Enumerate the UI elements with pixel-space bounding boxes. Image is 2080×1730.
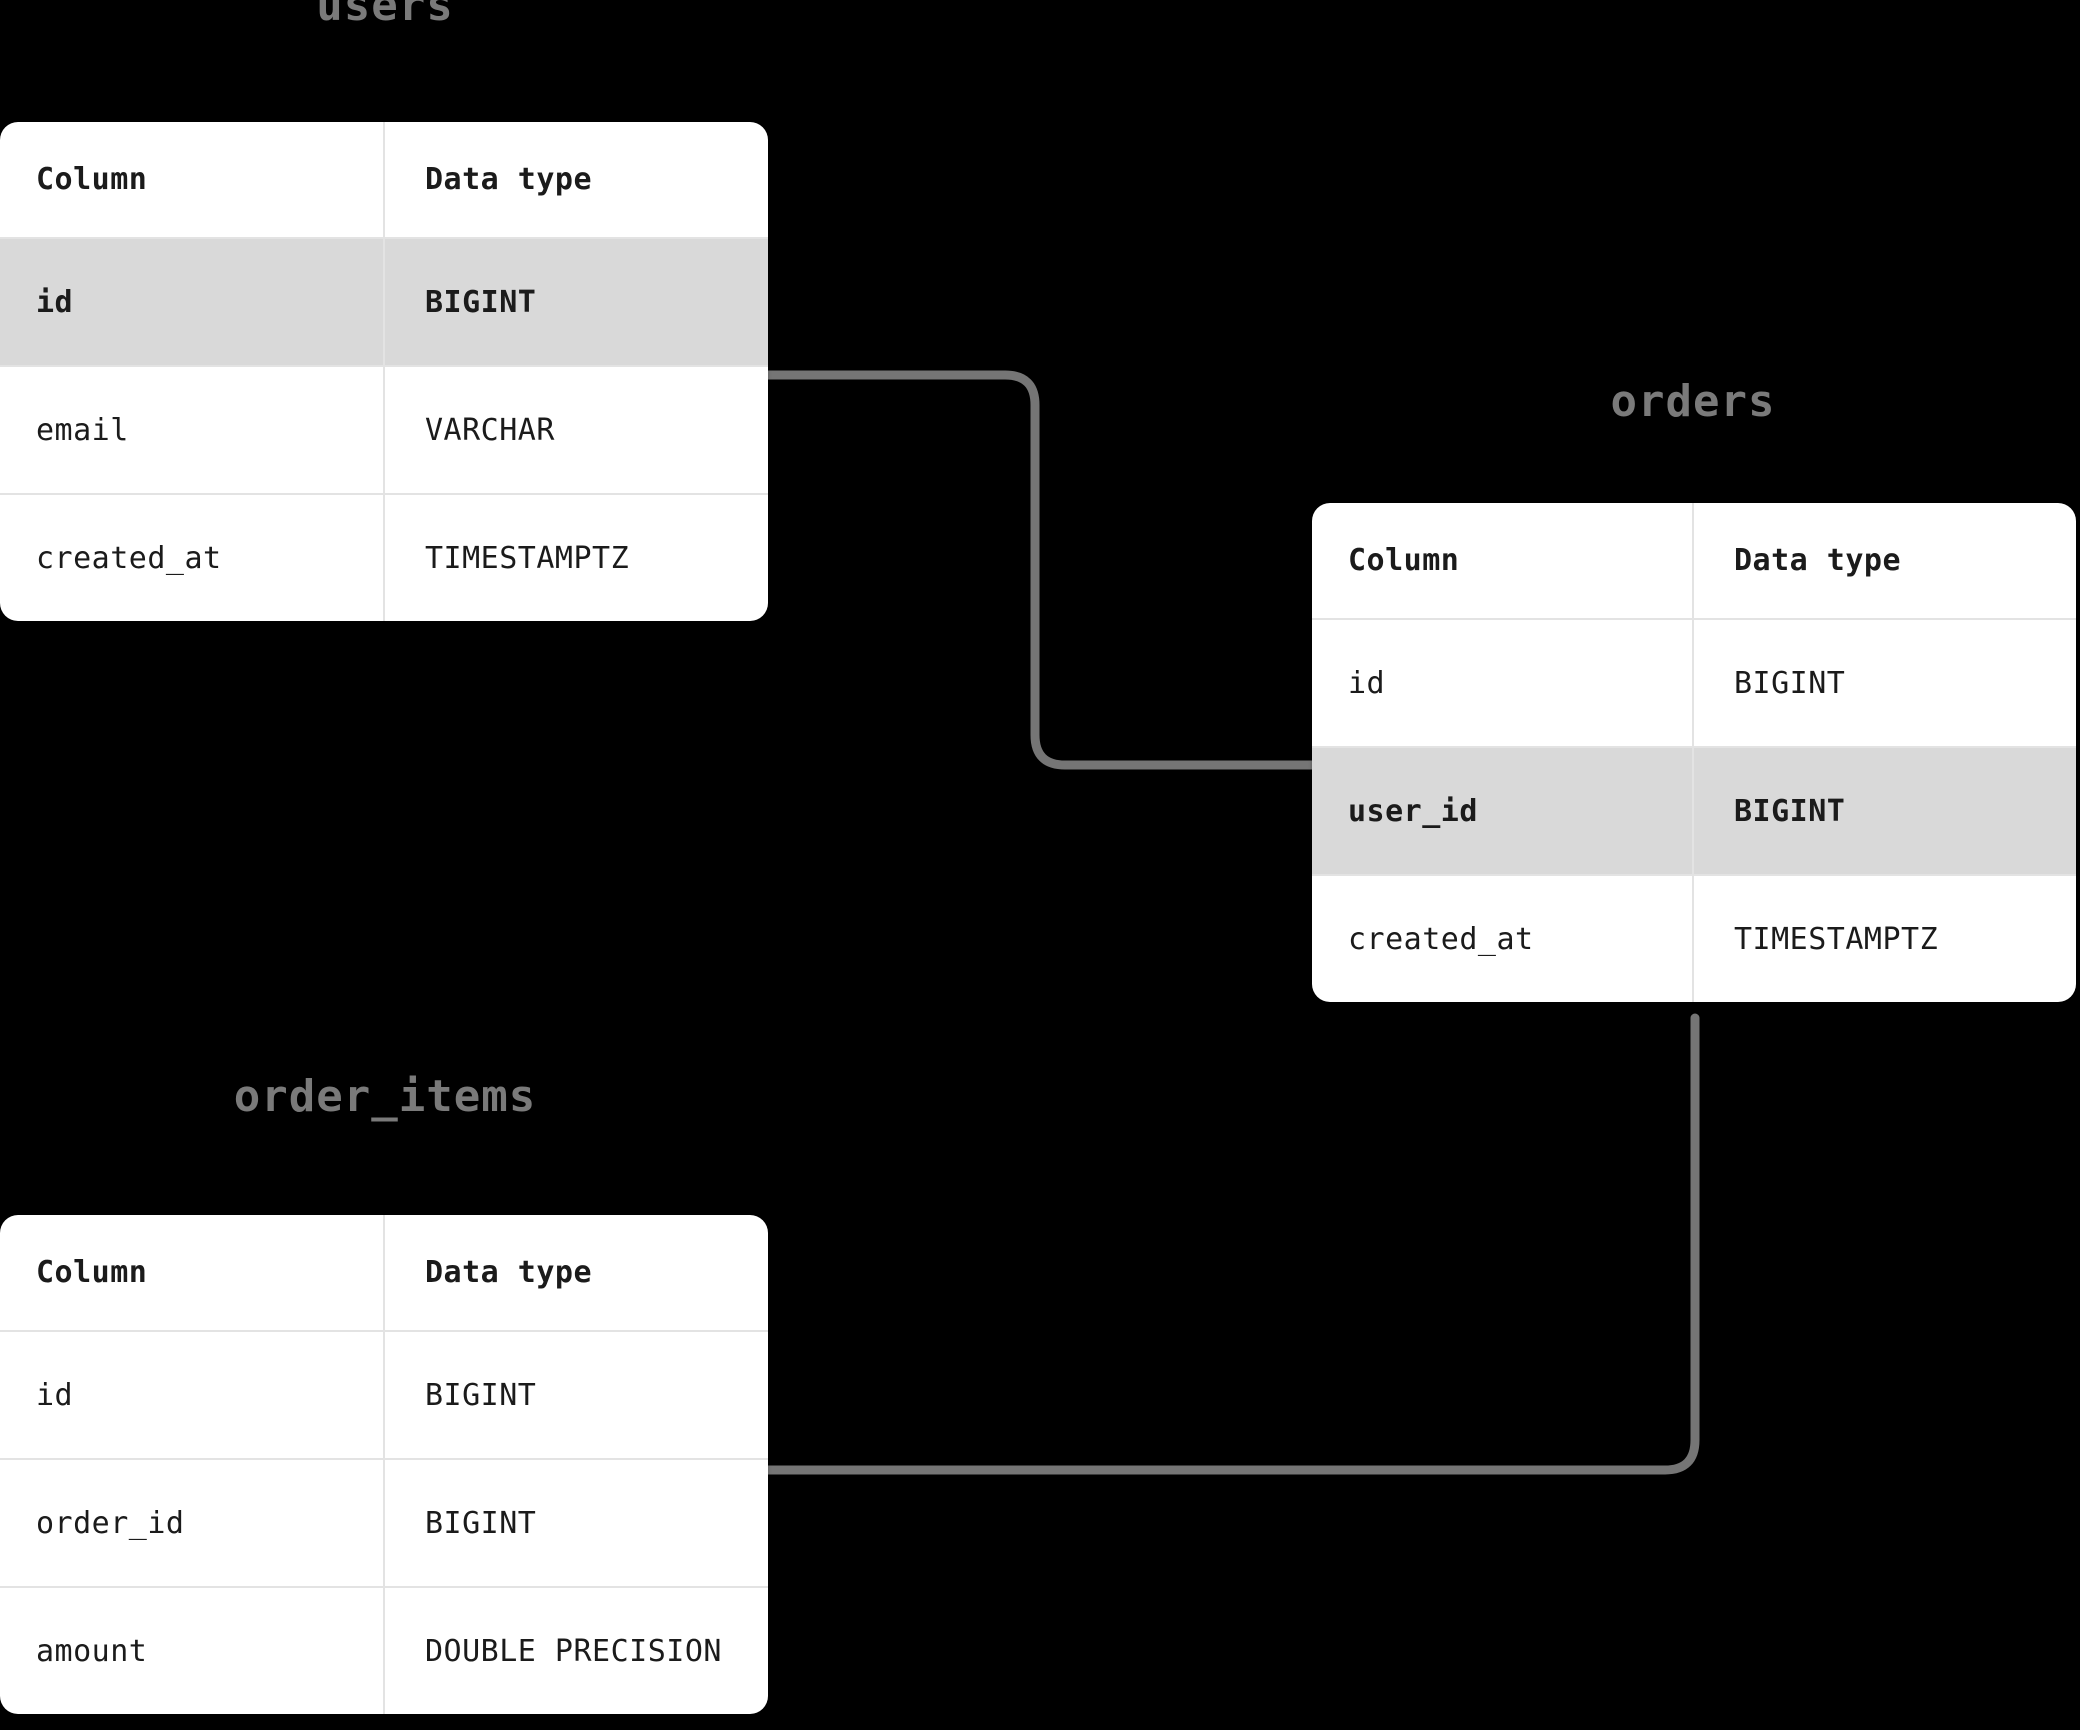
table-row[interactable]: user_id BIGINT <box>1312 746 2076 874</box>
column-type-cell: DOUBLE PRECISION <box>425 1633 722 1669</box>
column-name-cell: order_id <box>0 1460 385 1586</box>
column-type-cell: VARCHAR <box>425 412 555 448</box>
column-name-cell: email <box>0 367 385 493</box>
table-row[interactable]: id BIGINT <box>0 1330 768 1458</box>
table-card-order-items[interactable]: Column Data type id BIGINT order_id BIGI… <box>0 1215 768 1714</box>
column-name-cell: id <box>0 239 385 365</box>
column-name-cell: created_at <box>0 495 385 621</box>
column-type-cell: BIGINT <box>425 1505 537 1541</box>
table-header-row: Column Data type <box>0 1215 768 1330</box>
table-row[interactable]: id BIGINT <box>1312 618 2076 746</box>
header-cell-column: Column <box>0 1215 385 1330</box>
table-header-row: Column Data type <box>0 122 768 237</box>
column-name-cell: created_at <box>1312 876 1694 1002</box>
edge-users-id-to-orders-user-id <box>763 370 1317 770</box>
header-cell-data-type: Data type <box>425 1255 593 1290</box>
table-row[interactable]: id BIGINT <box>0 237 768 365</box>
column-type-cell: BIGINT <box>1734 665 1846 701</box>
table-row[interactable]: amount DOUBLE PRECISION <box>0 1586 768 1714</box>
column-type-cell: BIGINT <box>425 284 537 320</box>
table-row[interactable]: created_at TIMESTAMPTZ <box>0 493 768 621</box>
table-row[interactable]: email VARCHAR <box>0 365 768 493</box>
table-header-row: Column Data type <box>1312 503 2076 618</box>
edge-orders-id-to-order-items-order-id <box>763 1013 1700 1475</box>
column-type-cell: TIMESTAMPTZ <box>425 540 630 576</box>
column-name-cell: id <box>1312 620 1694 746</box>
table-card-orders[interactable]: Column Data type id BIGINT user_id BIGIN… <box>1312 503 2076 1002</box>
table-row[interactable]: created_at TIMESTAMPTZ <box>1312 874 2076 1002</box>
column-type-cell: BIGINT <box>425 1377 537 1413</box>
column-name-cell: user_id <box>1312 748 1694 874</box>
header-cell-column: Column <box>0 122 385 237</box>
header-cell-data-type: Data type <box>1734 543 1902 578</box>
table-card-users[interactable]: Column Data type id BIGINT email VARCHAR… <box>0 122 768 621</box>
column-name-cell: id <box>0 1332 385 1458</box>
table-title-orders: orders <box>1610 376 1776 427</box>
table-title-order-items: order_items <box>233 1071 537 1122</box>
column-name-cell: amount <box>0 1588 385 1714</box>
column-type-cell: TIMESTAMPTZ <box>1734 921 1939 957</box>
table-row[interactable]: order_id BIGINT <box>0 1458 768 1586</box>
table-title-users: users <box>316 0 454 31</box>
header-cell-column: Column <box>1312 503 1694 618</box>
header-cell-data-type: Data type <box>425 162 593 197</box>
column-type-cell: BIGINT <box>1734 793 1846 829</box>
